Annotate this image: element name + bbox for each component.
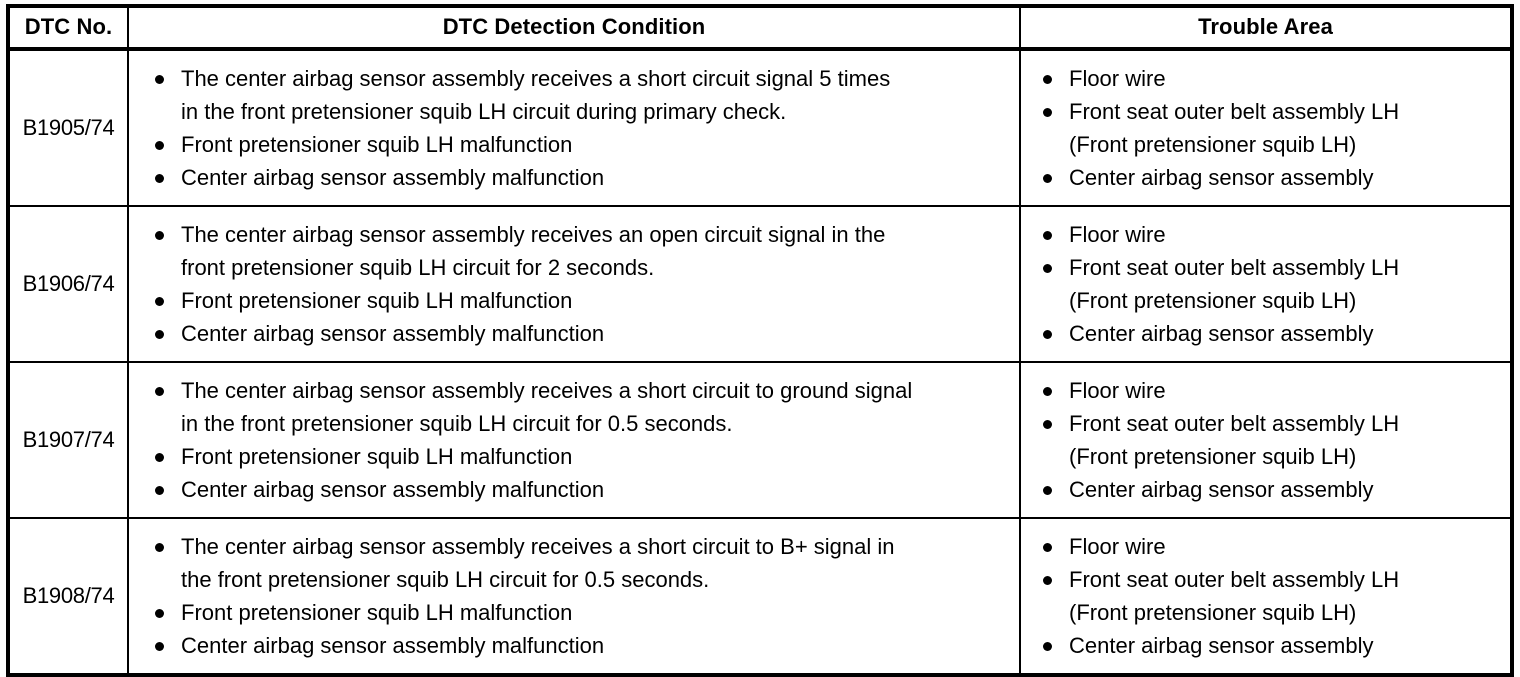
condition-line: Center airbag sensor assembly malfunctio… — [181, 165, 605, 190]
trouble-area-line: Floor wire — [1069, 534, 1166, 559]
cell-detection-condition: The center airbag sensor assembly receiv… — [128, 205, 1021, 362]
condition-line: The center airbag sensor assembly receiv… — [181, 66, 891, 91]
list-item: The center airbag sensor assembly receiv… — [155, 530, 1015, 596]
list-item: Front seat outer belt assembly LH (Front… — [1043, 407, 1506, 473]
cell-trouble-area: Floor wire Front seat outer belt assembl… — [1020, 361, 1512, 518]
condition-list: The center airbag sensor assembly receiv… — [129, 519, 1019, 673]
list-item: Front pretensioner squib LH malfunction — [155, 128, 1015, 161]
list-item: Front seat outer belt assembly LH (Front… — [1043, 95, 1506, 161]
list-item: Floor wire — [1043, 374, 1506, 407]
condition-line: Center airbag sensor assembly malfunctio… — [181, 477, 605, 502]
dtc-diagnostic-table: DTC No. DTC Detection Condition Trouble … — [6, 4, 1514, 677]
list-item: Center airbag sensor assembly malfunctio… — [155, 629, 1015, 662]
cell-dtc-no: B1908/74 — [8, 517, 129, 675]
cell-detection-condition: The center airbag sensor assembly receiv… — [128, 49, 1021, 206]
trouble-area-line: Center airbag sensor assembly — [1069, 165, 1374, 190]
trouble-area-line: Front seat outer belt assembly LH — [1069, 411, 1400, 436]
list-item: Center airbag sensor assembly — [1043, 317, 1506, 350]
trouble-area-line: Center airbag sensor assembly — [1069, 633, 1374, 658]
list-item: Center airbag sensor assembly malfunctio… — [155, 317, 1015, 350]
list-item: The center airbag sensor assembly receiv… — [155, 218, 1015, 284]
table-header: DTC No. DTC Detection Condition Trouble … — [8, 6, 1512, 51]
condition-line: The center airbag sensor assembly receiv… — [181, 222, 886, 247]
list-item: The center airbag sensor assembly receiv… — [155, 62, 1015, 128]
list-item: Center airbag sensor assembly — [1043, 629, 1506, 662]
list-item: Center airbag sensor assembly malfunctio… — [155, 473, 1015, 506]
table-row: B1907/74 The center airbag sensor assemb… — [8, 361, 1512, 518]
condition-line: front pretensioner squib LH circuit for … — [181, 255, 655, 280]
trouble-area-line: (Front pretensioner squib LH) — [1069, 288, 1357, 313]
table-row: B1908/74 The center airbag sensor assemb… — [8, 517, 1512, 675]
list-item: Front pretensioner squib LH malfunction — [155, 284, 1015, 317]
table-row: B1905/74 The center airbag sensor assemb… — [8, 49, 1512, 206]
table-body: B1905/74 The center airbag sensor assemb… — [8, 49, 1512, 675]
dtc-table-container: DTC No. DTC Detection Condition Trouble … — [6, 4, 1514, 677]
header-dtc-no: DTC No. — [8, 6, 129, 51]
trouble-area-line: Floor wire — [1069, 378, 1166, 403]
trouble-area-line: (Front pretensioner squib LH) — [1069, 444, 1357, 469]
condition-line: The center airbag sensor assembly receiv… — [181, 378, 913, 403]
cell-trouble-area: Floor wire Front seat outer belt assembl… — [1020, 517, 1512, 675]
list-item: Front seat outer belt assembly LH (Front… — [1043, 563, 1506, 629]
trouble-area-line: Front seat outer belt assembly LH — [1069, 567, 1400, 592]
list-item: Front pretensioner squib LH malfunction — [155, 440, 1015, 473]
condition-line: in the front pretensioner squib LH circu… — [181, 99, 787, 124]
cell-trouble-area: Floor wire Front seat outer belt assembl… — [1020, 205, 1512, 362]
cell-dtc-no: B1906/74 — [8, 205, 129, 362]
cell-dtc-no: B1905/74 — [8, 49, 129, 206]
list-item: The center airbag sensor assembly receiv… — [155, 374, 1015, 440]
list-item: Front pretensioner squib LH malfunction — [155, 596, 1015, 629]
trouble-area-list: Floor wire Front seat outer belt assembl… — [1021, 51, 1510, 205]
list-item: Center airbag sensor assembly malfunctio… — [155, 161, 1015, 194]
trouble-area-list: Floor wire Front seat outer belt assembl… — [1021, 207, 1510, 361]
list-item: Floor wire — [1043, 62, 1506, 95]
trouble-area-line: (Front pretensioner squib LH) — [1069, 132, 1357, 157]
cell-detection-condition: The center airbag sensor assembly receiv… — [128, 361, 1021, 518]
condition-line: Center airbag sensor assembly malfunctio… — [181, 633, 605, 658]
condition-line: Front pretensioner squib LH malfunction — [181, 444, 573, 469]
condition-line: Front pretensioner squib LH malfunction — [181, 600, 573, 625]
list-item: Floor wire — [1043, 530, 1506, 563]
condition-line: in the front pretensioner squib LH circu… — [181, 411, 733, 436]
condition-line: Center airbag sensor assembly malfunctio… — [181, 321, 605, 346]
trouble-area-list: Floor wire Front seat outer belt assembl… — [1021, 363, 1510, 517]
trouble-area-line: Front seat outer belt assembly LH — [1069, 255, 1400, 280]
condition-line: The center airbag sensor assembly receiv… — [181, 534, 895, 559]
condition-line: Front pretensioner squib LH malfunction — [181, 132, 573, 157]
trouble-area-list: Floor wire Front seat outer belt assembl… — [1021, 519, 1510, 673]
trouble-area-line: (Front pretensioner squib LH) — [1069, 600, 1357, 625]
trouble-area-line: Floor wire — [1069, 222, 1166, 247]
trouble-area-line: Floor wire — [1069, 66, 1166, 91]
condition-list: The center airbag sensor assembly receiv… — [129, 207, 1019, 361]
condition-list: The center airbag sensor assembly receiv… — [129, 51, 1019, 205]
list-item: Floor wire — [1043, 218, 1506, 251]
header-trouble-area: Trouble Area — [1020, 6, 1512, 51]
condition-line: the front pretensioner squib LH circuit … — [181, 567, 710, 592]
list-item: Center airbag sensor assembly — [1043, 473, 1506, 506]
list-item: Center airbag sensor assembly — [1043, 161, 1506, 194]
cell-trouble-area: Floor wire Front seat outer belt assembl… — [1020, 49, 1512, 206]
trouble-area-line: Center airbag sensor assembly — [1069, 321, 1374, 346]
trouble-area-line: Center airbag sensor assembly — [1069, 477, 1374, 502]
trouble-area-line: Front seat outer belt assembly LH — [1069, 99, 1400, 124]
condition-list: The center airbag sensor assembly receiv… — [129, 363, 1019, 517]
list-item: Front seat outer belt assembly LH (Front… — [1043, 251, 1506, 317]
cell-detection-condition: The center airbag sensor assembly receiv… — [128, 517, 1021, 675]
condition-line: Front pretensioner squib LH malfunction — [181, 288, 573, 313]
header-detection-condition: DTC Detection Condition — [128, 6, 1021, 51]
cell-dtc-no: B1907/74 — [8, 361, 129, 518]
header-row: DTC No. DTC Detection Condition Trouble … — [8, 6, 1512, 51]
table-row: B1906/74 The center airbag sensor assemb… — [8, 205, 1512, 362]
